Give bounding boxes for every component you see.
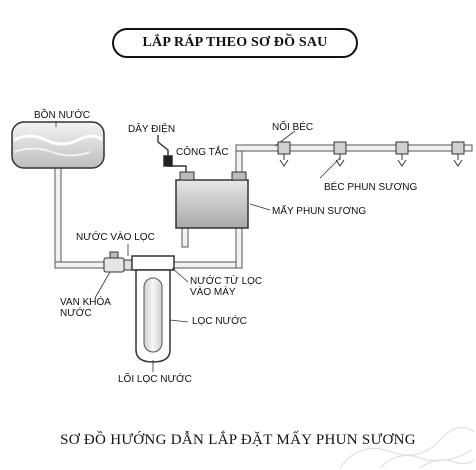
label-filter-core: LÕI LỌC NƯỚC xyxy=(118,374,192,385)
decorative-swirl xyxy=(339,426,475,469)
pipe-up-machine xyxy=(235,224,243,269)
label-nozzle: BÉC PHUN SƯƠNG xyxy=(324,182,418,193)
pipe-network xyxy=(54,144,473,269)
label-switch: CÔNG TẮC xyxy=(176,147,229,158)
label-water-from-filter-line2: VÀO MÁY xyxy=(190,287,236,298)
power-cord xyxy=(157,135,187,172)
label-tank: BỒN NƯỚC xyxy=(34,110,91,121)
footer-caption: SƠ ĐỒ HƯỚNG DẪN LẮP ĐẶT MẤY PHUN SƯƠNG xyxy=(60,432,416,448)
pipe-nozzle-line xyxy=(235,144,473,152)
nozzle-row xyxy=(277,141,465,167)
label-valve-line2: NƯỚC xyxy=(60,308,92,319)
nozzle-icon xyxy=(277,141,291,167)
page-title: LẮP RÁP THEO SƠ ĐỒ SAU xyxy=(112,28,358,58)
nozzle-icon xyxy=(333,141,347,167)
pipe-filter-out xyxy=(171,261,243,269)
nozzle-icon xyxy=(395,141,409,167)
water-tank xyxy=(11,121,105,169)
pipe-tank-down xyxy=(54,164,62,266)
valve-icon xyxy=(103,251,133,273)
label-water-from-filter: NƯỚC TỪ LỌC VÀO MÁY xyxy=(190,276,262,298)
label-power-cord: DÂY ĐIỆN xyxy=(128,124,176,135)
mist-machine xyxy=(175,171,249,229)
label-valve-line1: VAN KHÓA xyxy=(60,297,111,308)
label-water-filter: LỌC NƯỚC xyxy=(192,316,247,327)
filter-core-shape xyxy=(143,277,163,353)
label-water-from-filter-line1: NƯỚC TỪ LỌC xyxy=(190,276,263,287)
leader-lines xyxy=(55,121,341,372)
label-pipe-joint: NỐI BÉC xyxy=(272,122,314,133)
nozzle-icon xyxy=(451,141,465,167)
label-mist-machine: MẤY PHUN SƯƠNG xyxy=(272,206,367,217)
label-water-in-filter: NƯỚC VÀO LỌC xyxy=(76,232,155,243)
water-filter xyxy=(131,255,175,363)
label-valve: VAN KHÓA NƯỚC xyxy=(60,297,111,319)
